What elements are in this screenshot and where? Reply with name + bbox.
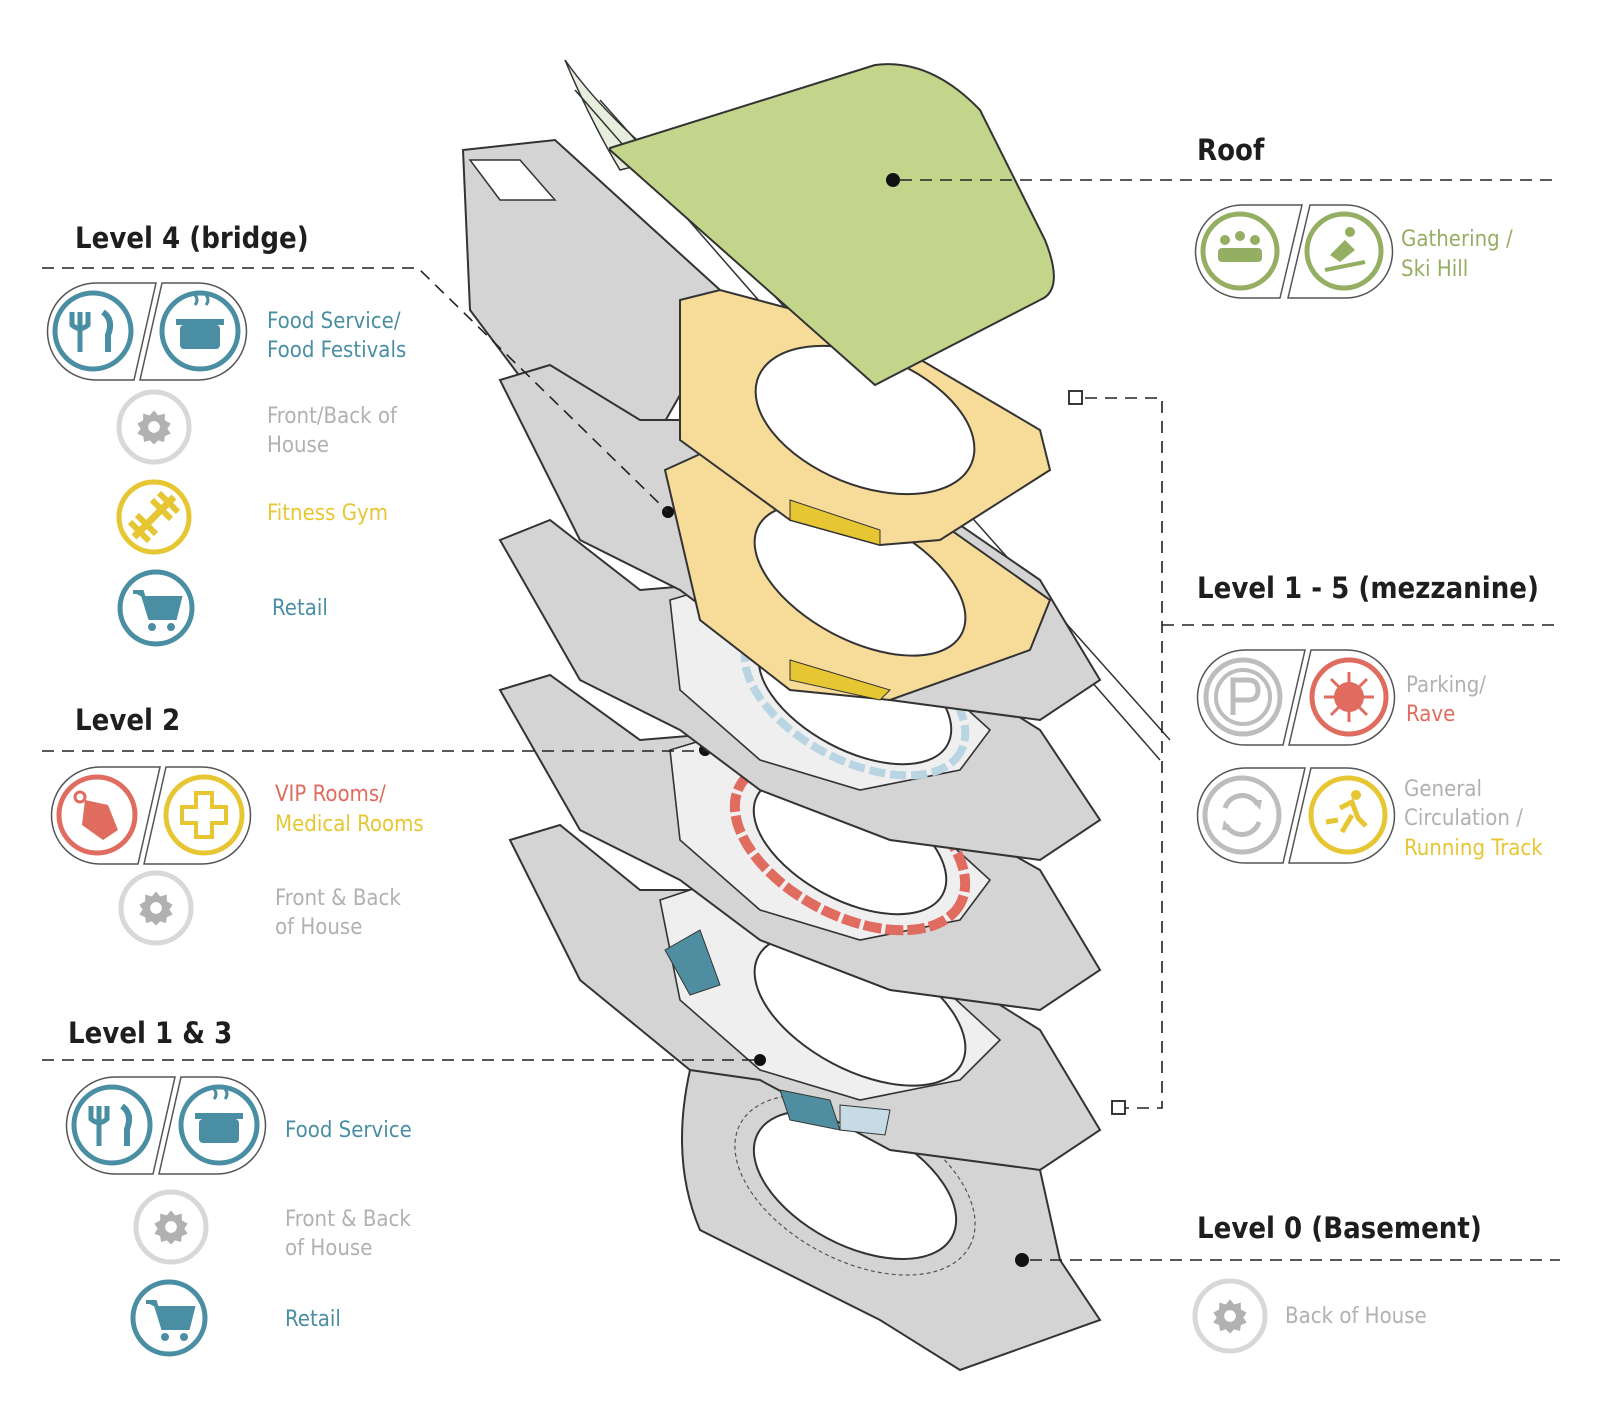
dumbbell-icon	[116, 479, 192, 555]
gear-icon	[133, 1189, 209, 1265]
ski-icon	[1304, 211, 1384, 291]
gear-icon	[118, 870, 194, 946]
leader-lines	[42, 179, 1560, 1261]
level13-retail: Retail	[285, 1307, 341, 1332]
slab-level-1-3	[508, 823, 1102, 1172]
level13-of-house: of House	[285, 1236, 372, 1261]
mezz-running-track: Running Track	[1404, 836, 1543, 861]
legend-level-4: Level 4 (bridge) Food Service/ Food Fest…	[46, 221, 406, 647]
circulation-icon	[1202, 775, 1282, 855]
level13-food-service: Food Service	[285, 1118, 412, 1143]
running-icon	[1308, 775, 1388, 855]
mezz-circulation: Circulation /	[1404, 806, 1523, 831]
legend-mezzanine: Level 1 - 5 (mezzanine) Parking/ Rave Ge…	[1196, 571, 1543, 864]
level2-title: Level 2	[75, 703, 180, 737]
mezz-general: General	[1404, 777, 1482, 802]
level4-food-festivals: Food Festivals	[267, 338, 406, 363]
parking-icon	[1203, 657, 1283, 737]
roof-label-ski: Ski Hill	[1401, 257, 1468, 282]
legend-level-0: Level 0 (Basement) Back of House	[1192, 1211, 1482, 1354]
level0-back-of-house: Back of House	[1285, 1304, 1427, 1329]
level4-retail: Retail	[272, 596, 328, 621]
legend-roof: Roof Gathering / Ski Hill	[1194, 133, 1513, 299]
cooking-pot-icon	[159, 290, 241, 372]
rave-icon	[1309, 657, 1389, 737]
gathering-icon	[1200, 211, 1280, 291]
legend-level-2: Level 2 VIP Rooms/ Medical Rooms Front &…	[50, 703, 424, 946]
roof-title: Roof	[1197, 133, 1265, 167]
level4-food-service: Food Service/	[267, 309, 401, 334]
gear-icon	[116, 389, 192, 465]
level13-front-back: Front & Back	[285, 1207, 411, 1232]
medical-cross-icon	[163, 774, 245, 856]
level2-medical-rooms: Medical Rooms	[275, 812, 424, 837]
fork-knife-icon	[71, 1084, 153, 1166]
level2-front-back: Front & Back	[275, 886, 401, 911]
mezz-rave: Rave	[1406, 702, 1455, 727]
fork-knife-icon	[52, 290, 134, 372]
mezz-parking: Parking/	[1406, 673, 1486, 698]
vip-tag-icon	[56, 774, 138, 856]
slab-level-2	[498, 673, 1102, 1012]
level4-front-back-house: Front/Back of	[267, 404, 398, 429]
slab-roof	[609, 63, 1055, 387]
mezzanine-title: Level 1 - 5 (mezzanine)	[1197, 571, 1539, 605]
shopping-cart-icon	[117, 569, 195, 647]
level13-title: Level 1 & 3	[68, 1016, 232, 1050]
gear-icon	[1192, 1278, 1268, 1354]
level4-title: Level 4 (bridge)	[75, 221, 309, 255]
legend-level-1-3: Level 1 & 3 Food Service Front & Back of…	[65, 1016, 412, 1357]
slab-level-4-upper	[679, 288, 1052, 547]
level4-fitness-gym: Fitness Gym	[267, 501, 388, 526]
level2-of-house: of House	[275, 915, 362, 940]
shopping-cart-icon	[130, 1279, 208, 1357]
level2-vip-rooms: VIP Rooms/	[275, 782, 386, 807]
level0-title: Level 0 (Basement)	[1197, 1211, 1482, 1245]
slab-level-4-bridge	[498, 363, 1102, 722]
building-stack	[461, 59, 1171, 1372]
cooking-pot-icon	[178, 1084, 260, 1166]
roof-label-gathering: Gathering /	[1401, 227, 1513, 252]
level4-house: House	[267, 433, 329, 458]
